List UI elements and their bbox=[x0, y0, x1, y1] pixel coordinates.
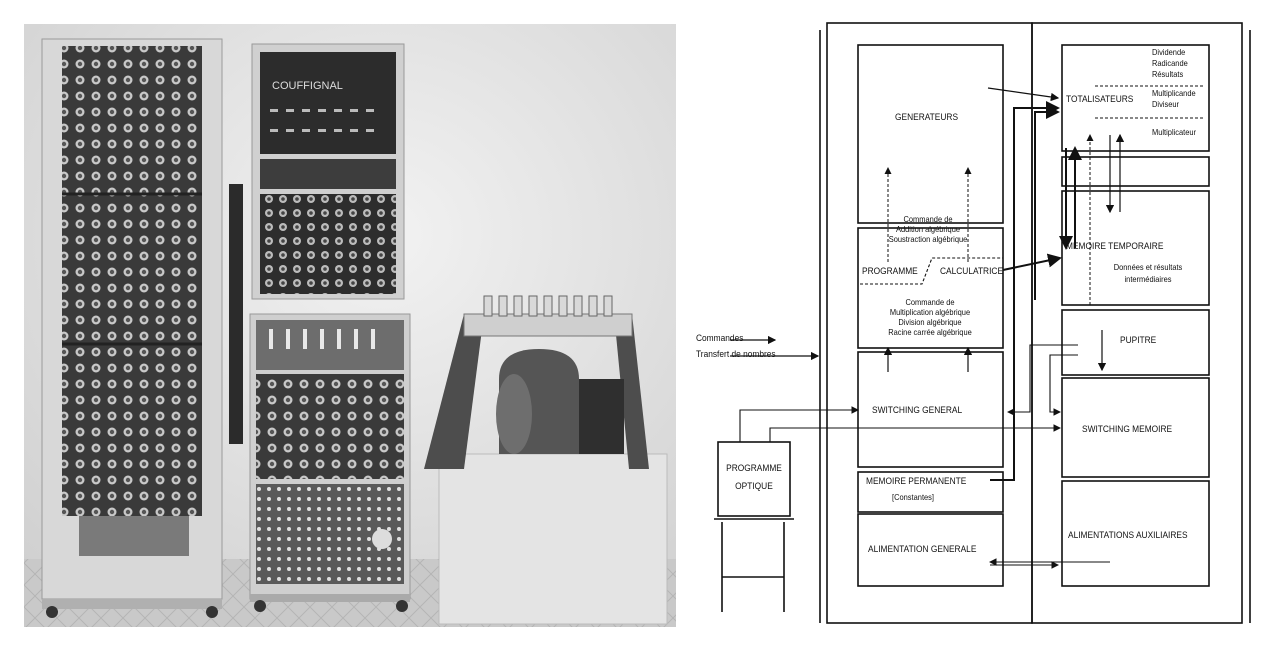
donnees-2: intermédiaires bbox=[1124, 274, 1172, 284]
commande-mult-4: Racine carrée algébrique bbox=[888, 327, 972, 337]
switching-general-label: SWITCHING GENERAL bbox=[872, 405, 963, 416]
commande-mult-1: Commande de bbox=[905, 297, 955, 307]
constantes-label: [Constantes] bbox=[892, 492, 935, 502]
architecture-diagram: Commandes Transfert de nombres GENERATEU… bbox=[690, 0, 1283, 645]
cabinet-right-outline bbox=[1031, 22, 1243, 624]
legend-transfert: Transfert de nombres bbox=[696, 349, 776, 360]
programme-label: PROGRAMME bbox=[862, 266, 918, 277]
tot-resultats: Résultats bbox=[1152, 69, 1184, 79]
memoire-permanente-label: MEMOIRE PERMANENTE bbox=[866, 476, 967, 487]
tot-dividende: Dividende bbox=[1152, 47, 1186, 57]
programme-optique-2: OPTIQUE bbox=[735, 481, 773, 492]
tot-diviseur: Diviseur bbox=[1152, 99, 1180, 109]
tot-multiplicande: Multiplicande bbox=[1152, 88, 1196, 98]
totalisateurs-label: TOTALISATEURS bbox=[1066, 94, 1134, 105]
machine-photo: COUFFIGNAL bbox=[24, 24, 676, 627]
commande-mult-2: Multiplication algébrique bbox=[889, 307, 971, 317]
commande-mult-3: Division algébrique bbox=[898, 317, 962, 327]
donnees-1: Données et résultats bbox=[1113, 262, 1183, 272]
programme-optique-1: PROGRAMME bbox=[726, 463, 782, 474]
switching-memoire-label: SWITCHING MEMOIRE bbox=[1082, 424, 1173, 435]
tot-radicande: Radicande bbox=[1152, 58, 1188, 68]
machine-photo-image: COUFFIGNAL bbox=[24, 24, 676, 627]
calculatrice-label: CALCULATRICE bbox=[940, 266, 1004, 277]
diagram-lines bbox=[714, 22, 1251, 624]
memoire-temporaire-label: MEMOIRE TEMPORAIRE bbox=[1066, 241, 1164, 252]
tot-multiplicateur: Multiplicateur bbox=[1152, 127, 1197, 137]
commande-add-1: Commande de bbox=[903, 214, 953, 224]
legend-commandes: Commandes bbox=[696, 333, 744, 344]
panel-label: COUFFIGNAL bbox=[272, 80, 343, 92]
commande-add-3: Soustraction algébrique bbox=[888, 234, 968, 244]
generateurs-label: GENERATEURS bbox=[895, 112, 959, 123]
alimentation-generale-label: ALIMENTATION GENERALE bbox=[868, 544, 977, 555]
alimentations-auxiliaires-label: ALIMENTATIONS AUXILIAIRES bbox=[1068, 530, 1188, 541]
commande-add-2: Addition algébrique bbox=[895, 224, 961, 234]
pupitre-label: PUPITRE bbox=[1120, 335, 1157, 346]
